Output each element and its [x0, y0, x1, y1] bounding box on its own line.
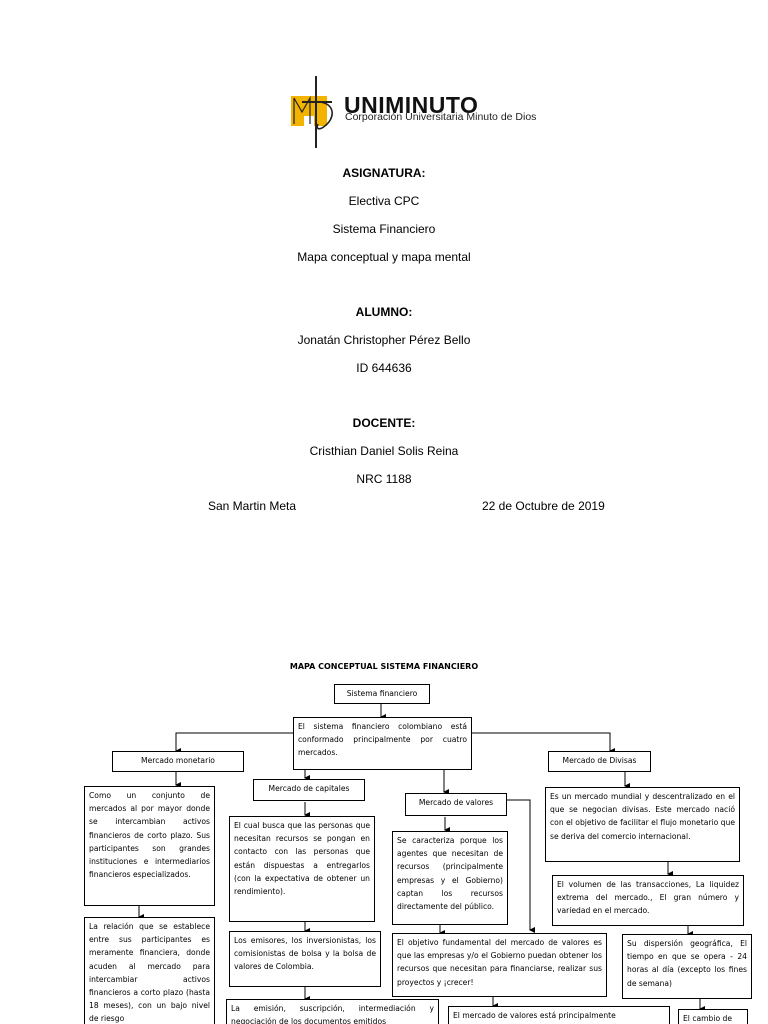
student-id: ID 644636 [356, 361, 412, 375]
market-valores: Mercado de valores [405, 793, 507, 816]
logo-mark-icon [291, 76, 333, 148]
valores-objective: El objetivo fundamental del mercado de v… [392, 933, 607, 997]
student-name: Jonatán Christopher Pérez Bello [297, 333, 471, 347]
concept-root: Sistema financiero [334, 684, 430, 704]
concept-map-title: MAPA CONCEPTUAL SISTEMA FINANCIERO [289, 662, 479, 671]
capitales-description: El cual busca que las personas que neces… [229, 816, 375, 922]
market-capitales: Mercado de capitales [253, 779, 365, 801]
valores-composition: El mercado de valores está principalment… [448, 1006, 670, 1024]
capitales-emision: La emisión, suscripción, intermediación … [226, 999, 439, 1024]
teacher-name: Cristhian Daniel Solis Reina [309, 444, 459, 458]
market-monetario: Mercado monetario [112, 751, 244, 772]
date-text: 22 de Octubre de 2019 [482, 499, 605, 513]
subject-line: Electiva CPC [348, 194, 420, 208]
student-heading: ALUMNO: [355, 305, 413, 319]
place-text: San Martin Meta [208, 499, 297, 513]
logo-brand-text: UNIMINUTO [344, 92, 479, 118]
subject-heading: ASIGNATURA: [342, 166, 426, 180]
teacher-heading: DOCENTE: [352, 416, 416, 430]
subject-line: Mapa conceptual y mapa mental [297, 250, 471, 264]
divisas-volume: El volumen de las transacciones, La liqu… [552, 875, 744, 926]
capitales-actors: Los emisores, los inversionistas, los co… [229, 931, 381, 987]
nrc-code: NRC 1188 [356, 472, 412, 486]
monetario-description: Como un conjunto de mercados al por mayo… [84, 786, 215, 906]
uniminuto-logo: UNIMINUTO Corporación Universitaria Minu… [288, 72, 536, 152]
divisas-cambio: El cambio de [678, 1009, 748, 1024]
logo-subtitle: Corporación Universitaria Minuto de Dios [345, 111, 537, 123]
subject-line: Sistema Financiero [332, 222, 436, 236]
concept-intro: El sistema financiero colombiano está co… [293, 717, 472, 770]
monetario-relation: La relación que se establece entre sus p… [84, 917, 215, 1024]
market-divisas: Mercado de Divisas [548, 751, 651, 772]
divisas-geography: Su dispersión geográfica, El tiempo en q… [622, 934, 752, 999]
divisas-description: Es un mercado mundial y descentralizado … [545, 787, 740, 862]
valores-description: Se caracteriza porque los agentes que ne… [392, 831, 508, 925]
